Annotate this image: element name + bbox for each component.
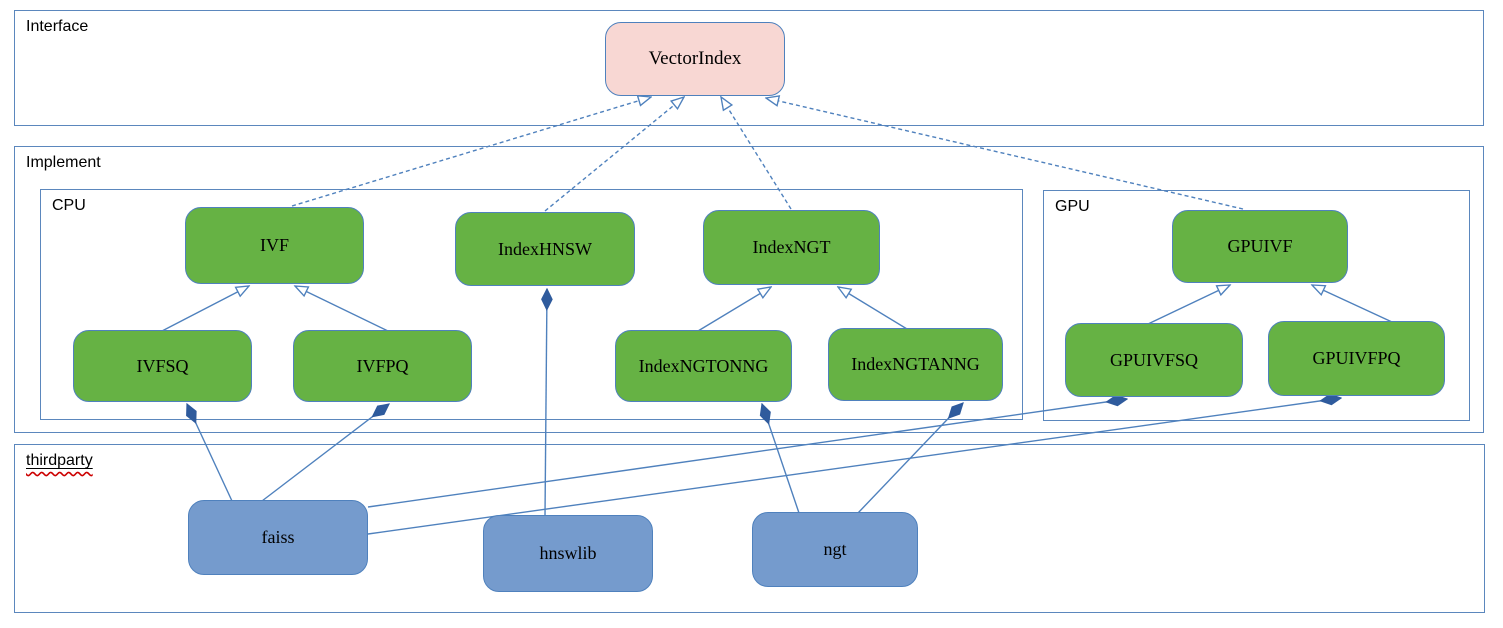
container-implement-label: Implement xyxy=(26,154,101,171)
node-ivf: IVF xyxy=(185,207,364,284)
node-faiss: faiss xyxy=(188,500,368,575)
node-indexngtanng: IndexNGTANNG xyxy=(828,328,1003,401)
container-cpu-label: CPU xyxy=(52,197,86,214)
node-ivfpq: IVFPQ xyxy=(293,330,472,402)
node-indexngtonng: IndexNGTONNG xyxy=(615,330,792,402)
container-interface-label: Interface xyxy=(26,18,89,35)
container-thirdparty-label: thirdparty xyxy=(26,452,93,470)
node-hnswlib: hnswlib xyxy=(483,515,653,592)
node-gpuivf: GPUIVF xyxy=(1172,210,1348,283)
node-vectorindex: VectorIndex xyxy=(605,22,785,96)
node-indexngt: IndexNGT xyxy=(703,210,880,285)
container-gpu-label: GPU xyxy=(1055,198,1090,215)
container-thirdparty-label-text: thirdparty xyxy=(26,452,93,469)
node-gpuivfpq: GPUIVFPQ xyxy=(1268,321,1445,396)
node-ivfsq: IVFSQ xyxy=(73,330,252,402)
node-ngt: ngt xyxy=(752,512,918,587)
node-gpuivfsq: GPUIVFSQ xyxy=(1065,323,1243,397)
node-indexhnsw: IndexHNSW xyxy=(455,212,635,286)
